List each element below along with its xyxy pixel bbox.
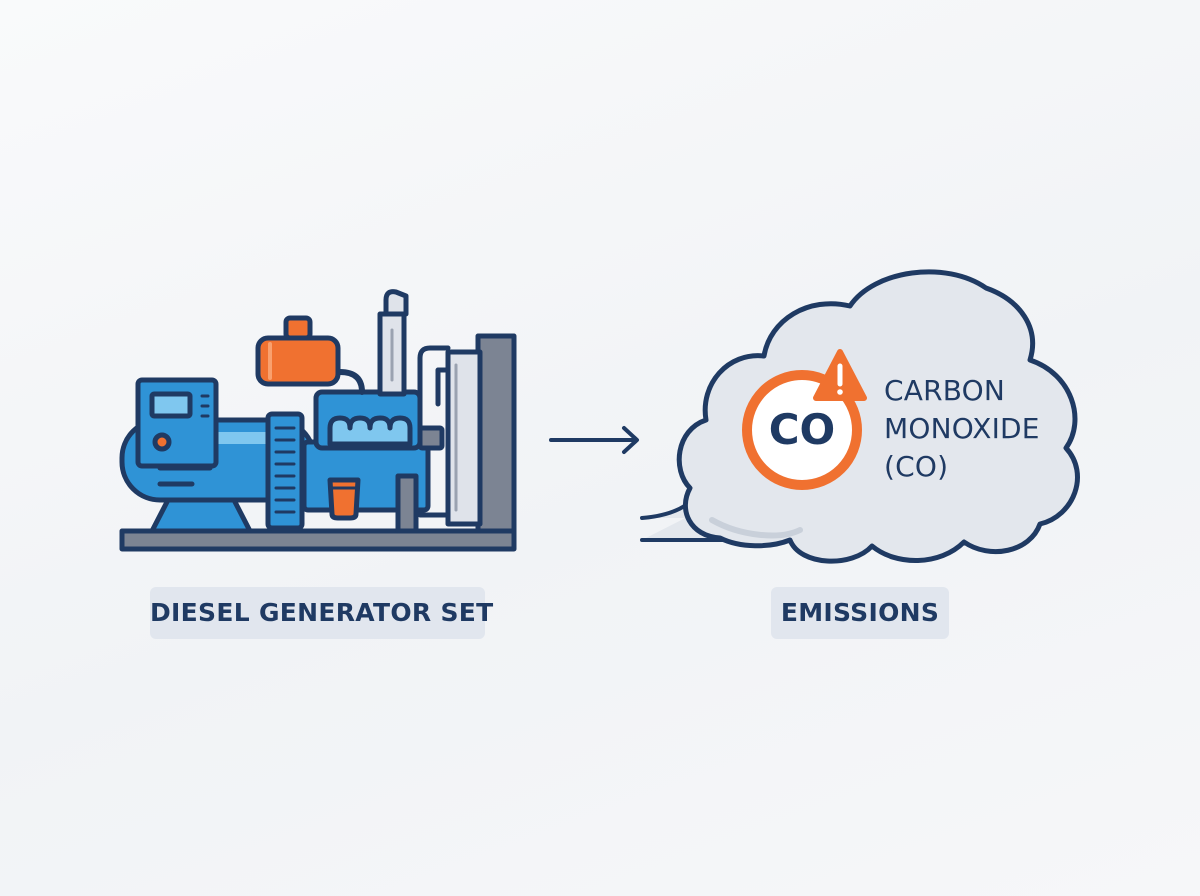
pollutant-label-line-3: (CO) xyxy=(884,450,949,483)
pollutant-label-line-2: MONOXIDE xyxy=(884,412,1040,445)
diesel-generator-icon xyxy=(119,289,517,552)
right-arrow-icon xyxy=(549,426,639,454)
warning-icon xyxy=(813,349,867,401)
cloud-icon xyxy=(640,269,1080,564)
co-badge-text: CO xyxy=(768,405,836,454)
generator-caption: DIESEL GENERATOR SET xyxy=(150,587,493,639)
pollutant-label: CARBON MONOXIDE (CO) xyxy=(884,372,1040,486)
emissions-caption: EMISSIONS xyxy=(771,587,949,639)
pollutant-label-line-1: CARBON xyxy=(884,374,1006,407)
